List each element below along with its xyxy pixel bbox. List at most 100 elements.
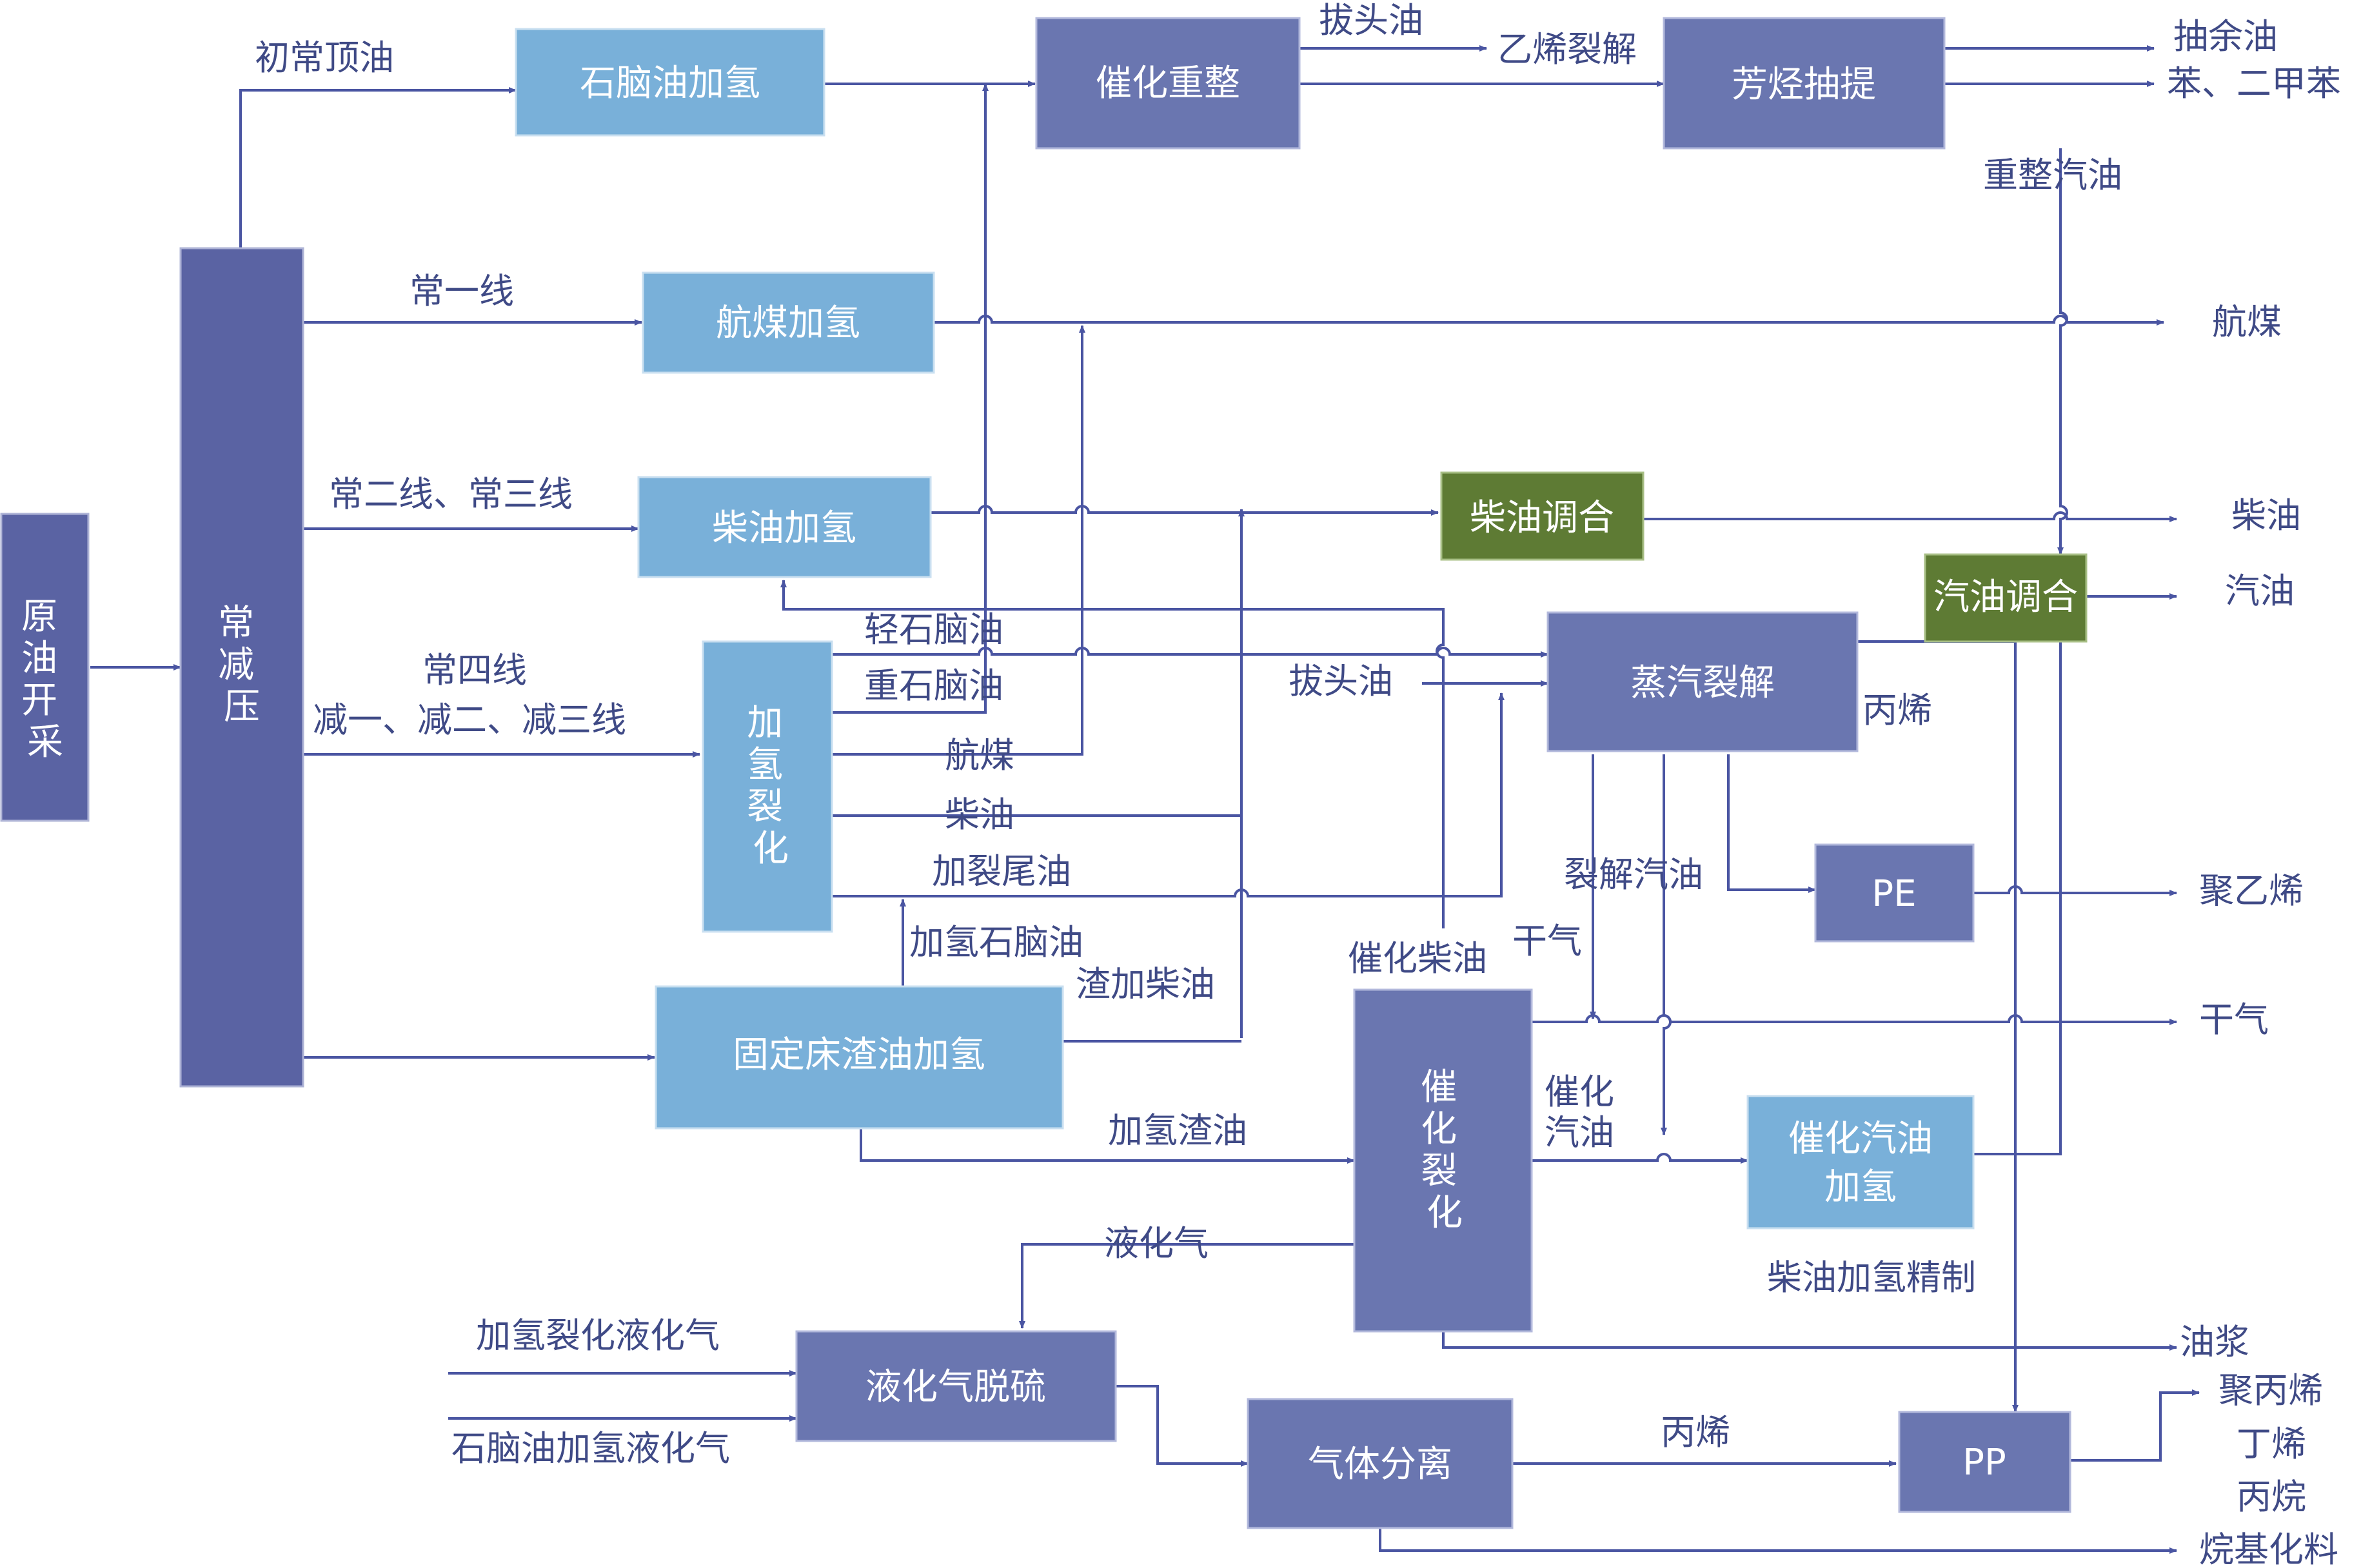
arrow-reformate xyxy=(2057,148,2068,555)
label-propane: 丙烷 xyxy=(2237,1476,2306,1517)
gas-sep-box xyxy=(1247,1398,1514,1529)
label-resid-diesel: 渣加柴油 xyxy=(1076,964,1215,1004)
gasoline-blend-label: 汽油调合 xyxy=(1933,576,2078,618)
naphtha-hydro-label: 石脑油加氢 xyxy=(580,63,760,104)
label-ethylene-cracking: 乙烯裂解 xyxy=(1497,29,1637,70)
label-strip-oil-mid: 拔头油 xyxy=(1289,661,1393,701)
label-line1: 常一线 xyxy=(410,271,514,311)
aromatics-box xyxy=(1663,17,1946,150)
flow-labels: 初常顶油 拔头油 乙烯裂解 抽余油 苯、二甲苯 重整汽油 常一线 航煤 常二线、… xyxy=(255,0,2341,1568)
pe-box xyxy=(1814,843,1975,943)
label-hc-diesel: 柴油 xyxy=(945,794,1014,835)
label-alkylation: 烷基化料 xyxy=(2199,1529,2338,1568)
label-polyethylene: 聚乙烯 xyxy=(2199,870,2304,911)
label-propylene-mid: 丙烯 xyxy=(1862,690,1932,730)
arrow-diesel-to-blend xyxy=(931,505,1439,516)
label-slurry: 油浆 xyxy=(2180,1322,2249,1362)
arrow-alkylation xyxy=(1379,1525,2177,1554)
connector-lines xyxy=(90,45,2200,1554)
naphtha-hydro-box xyxy=(515,28,825,137)
pp-label: PP xyxy=(1962,1442,2006,1484)
arrow-jet-fuel-out xyxy=(934,315,2164,326)
label-line4: 常四线 xyxy=(422,650,527,691)
arrow-polypropylene xyxy=(2070,1389,2200,1462)
reforming-box xyxy=(1035,17,1301,150)
hydrocracking-box xyxy=(702,640,833,933)
fcc-gasoline-hydro-box xyxy=(1746,1095,1975,1230)
arrow-dry-gas-out xyxy=(1532,1014,2177,1025)
fcc-gasoline-hydro-label-2: 加氢 xyxy=(1824,1166,1897,1208)
steam-cracking-label: 蒸汽裂解 xyxy=(1630,662,1775,704)
label-hydro-naphtha: 加氢石脑油 xyxy=(909,922,1083,963)
diesel-hydro-box xyxy=(637,476,932,578)
arrow-lpg xyxy=(1019,1243,1358,1329)
diesel-blend-box xyxy=(1440,471,1645,561)
label-butene: 丁烯 xyxy=(2237,1424,2306,1464)
label-line2-3: 常二线、常三线 xyxy=(329,474,573,514)
arrow-fcc-diesel-to-diesel-hydro xyxy=(780,580,1445,928)
label-heavy-naphtha: 重石脑油 xyxy=(864,665,1003,706)
crude-label: 原 油 开 采 xyxy=(21,596,69,763)
fcc-gasoline-hydro-label-1: 催化汽油 xyxy=(1788,1118,1933,1160)
gas-sep-label: 气体分离 xyxy=(1308,1444,1452,1485)
label-hc-lpg: 加氢裂化液化气 xyxy=(476,1315,720,1356)
atmvac-label: 常 减 压 xyxy=(218,602,266,728)
label-light-naphtha: 轻石脑油 xyxy=(864,609,1003,650)
label-fcc-gasoline-1: 催化 xyxy=(1545,1072,1614,1112)
fixed-bed-label: 固定床渣油加氢 xyxy=(733,1034,985,1076)
arrow-diesel-out xyxy=(1643,511,2177,522)
gasoline-blend-box xyxy=(1924,553,2088,643)
diesel-hydro-label: 柴油加氢 xyxy=(712,507,856,549)
pe-label: PE xyxy=(1872,873,1916,915)
arrow-fcc-gasoline xyxy=(1532,1153,1748,1164)
label-cracked-gasoline: 裂解汽油 xyxy=(1564,854,1703,895)
reforming-label: 催化重整 xyxy=(1096,63,1240,104)
label-initial-top-oil: 初常顶油 xyxy=(255,37,394,78)
crude-box xyxy=(0,513,90,822)
label-jet-fuel-out: 航煤 xyxy=(2212,302,2282,342)
label-naphtha-lpg: 石脑油加氢液化气 xyxy=(451,1428,730,1469)
fixed-bed-box xyxy=(655,985,1064,1130)
label-raffinate: 抽余油 xyxy=(2173,16,2278,57)
arrow-desulf-to-gassep xyxy=(1116,1385,1249,1467)
arrow-to-pe xyxy=(1727,754,1816,893)
hydrocracking-label: 加 氢 裂 化 xyxy=(747,702,795,870)
arrow-hydro-resid xyxy=(860,1128,1355,1164)
label-hydro-resid: 加氢渣油 xyxy=(1108,1110,1247,1151)
arrow-polyethylene xyxy=(1973,885,2177,896)
lpg-desulf-label: 液化气脱硫 xyxy=(865,1366,1046,1408)
aromatics-label: 芳烃抽提 xyxy=(1732,64,1876,106)
arrow-to-gasoline-blend xyxy=(1973,599,2064,1155)
label-gasoline-out: 汽油 xyxy=(2225,571,2295,611)
jet-hydro-label: 航煤加氢 xyxy=(716,302,860,344)
arrow-slurry xyxy=(1442,1331,2177,1351)
jet-hydro-box xyxy=(642,271,935,374)
steam-cracking-box xyxy=(1546,611,1859,752)
arrow-cracked-gasoline xyxy=(1661,754,1672,1135)
label-diesel-refine: 柴油加氢精制 xyxy=(1767,1257,1976,1298)
diesel-blend-label: 柴油调合 xyxy=(1470,497,1614,539)
label-strip-oil-top: 拔头油 xyxy=(1319,0,1423,41)
pp-box xyxy=(1898,1411,2071,1513)
process-boxes: 原 油 开 采 常 减 压 石脑油加氢 催化重整 芳烃抽提 航煤加氢 柴油加氢 … xyxy=(0,17,2088,1529)
label-dry-gas-inner: 干气 xyxy=(1512,921,1582,961)
arrow-hc-jet xyxy=(832,325,1085,756)
fcc-label: 催 化 裂 化 xyxy=(1421,1066,1468,1234)
arrow-top-oil xyxy=(239,87,517,248)
label-vac-lines: 减一、减二、减三线 xyxy=(313,700,626,740)
fcc-box xyxy=(1353,988,1533,1333)
label-benzene-xylene: 苯、二甲苯 xyxy=(2167,63,2341,104)
label-polypropylene: 聚丙烯 xyxy=(2218,1370,2323,1411)
label-reformate: 重整汽油 xyxy=(1983,155,2122,195)
lpg-desulf-box xyxy=(795,1330,1117,1442)
label-hc-tail: 加裂尾油 xyxy=(932,851,1071,892)
label-fcc-diesel: 催化柴油 xyxy=(1348,938,1487,979)
label-hc-jet: 航煤 xyxy=(945,735,1014,776)
label-fcc-gasoline-2: 汽油 xyxy=(1545,1112,1614,1153)
label-diesel-out: 柴油 xyxy=(2231,495,2301,536)
label-propylene-low: 丙烯 xyxy=(1661,1412,1730,1453)
label-lpg: 液化气 xyxy=(1104,1223,1209,1264)
arrow-heavy-naphtha xyxy=(832,83,989,714)
label-dry-gas-out: 干气 xyxy=(2199,999,2269,1040)
